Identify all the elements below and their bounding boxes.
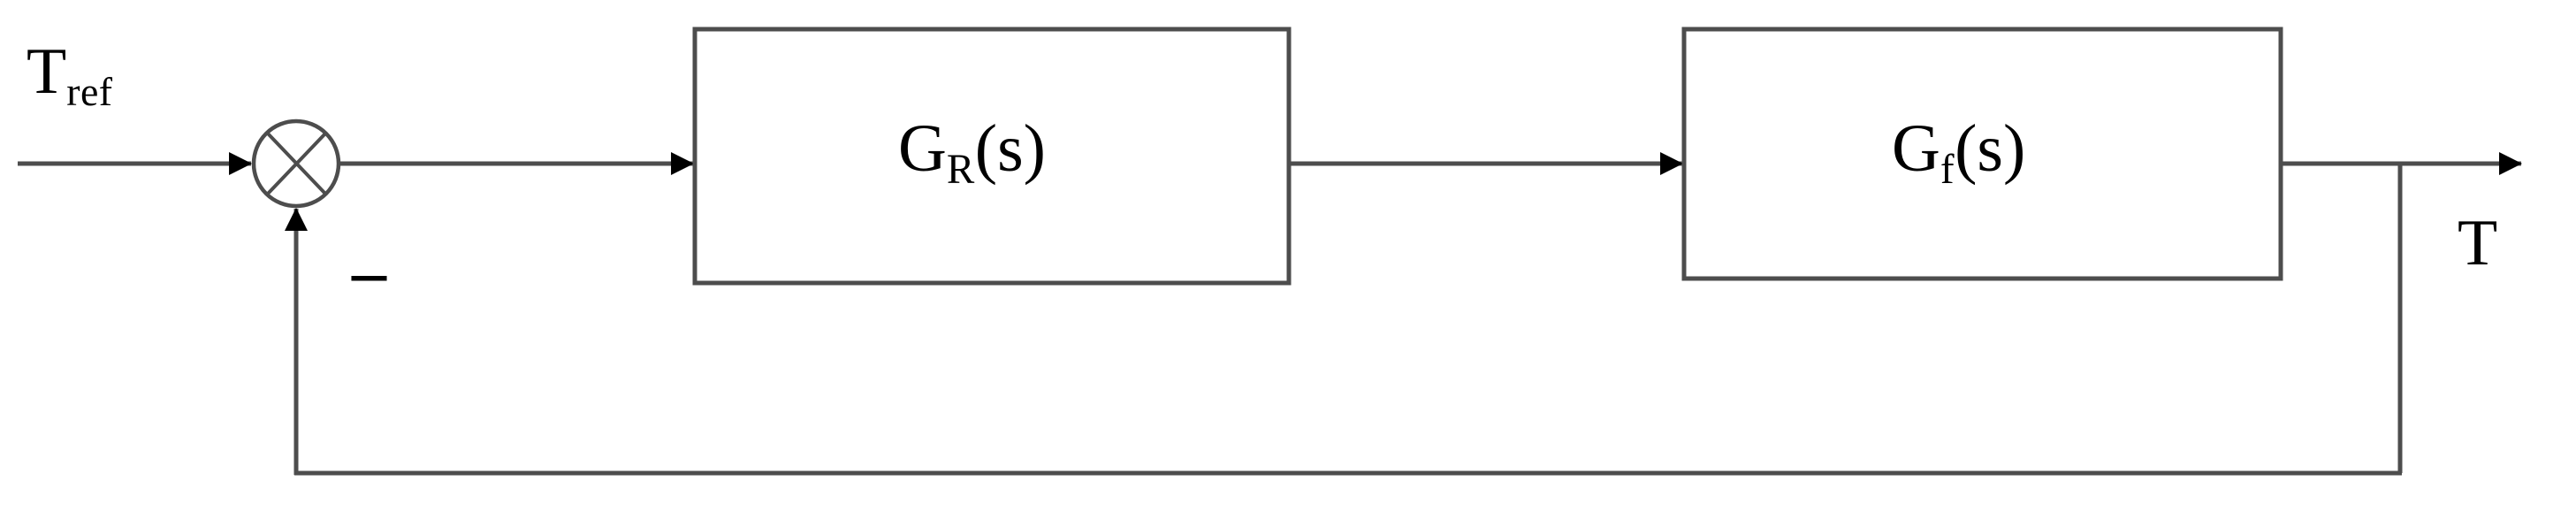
controller-label-suffix: (s) [974,111,1046,186]
output-label-t: T [2458,207,2498,279]
input-label-main: T [27,35,67,108]
plant-label-subscript: f [1940,147,1955,194]
controller-block-label: GR(s) [898,115,1046,191]
feedback-sign-label: – [352,233,386,309]
plant-label-main: G [1892,111,1940,186]
plant-block-label: Gf(s) [1892,115,2025,191]
summing-junction-cross-stroke-b [266,132,327,195]
input-label-subscript: ref [66,68,113,114]
controller-block-rect [692,27,1292,286]
controller-label-subscript: R [946,147,975,194]
controller-label-main: G [898,111,947,186]
input-label-tref: Tref [27,39,113,111]
plant-label-suffix: (s) [1955,111,2026,186]
plant-block-rect [1681,27,2283,281]
